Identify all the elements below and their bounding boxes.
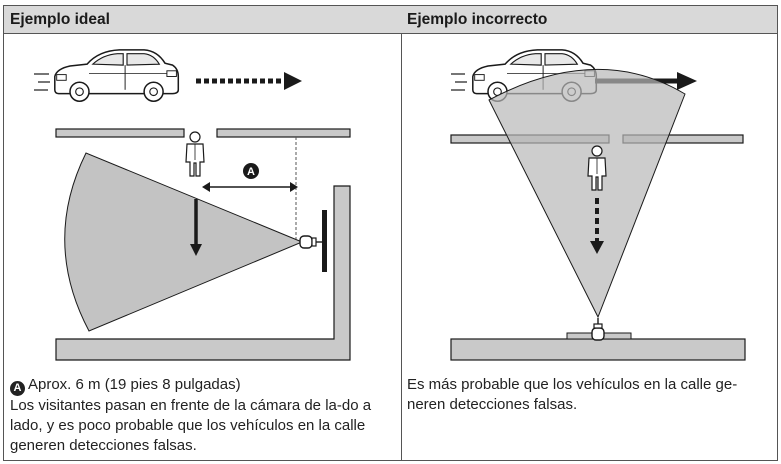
wall-mount <box>322 210 327 272</box>
camera-icon <box>299 235 323 249</box>
comparison-table: Ejemplo ideal <box>3 5 778 461</box>
walking-arrow-icon <box>190 199 202 256</box>
speed-lines-icon <box>34 73 50 91</box>
incorrect-description: Es más probable que los vehículos en la … <box>407 376 738 413</box>
ideal-description: Los visitantes pasan en frente de la cám… <box>10 397 372 454</box>
ground <box>450 338 746 361</box>
speed-lines-icon <box>451 73 467 91</box>
ideal-example-illustration: A <box>34 49 351 361</box>
pedestrian-icon <box>185 131 205 177</box>
dotted-arrow-icon <box>196 72 302 90</box>
detection-area <box>64 152 304 332</box>
marker-a-icon: A <box>10 381 25 396</box>
distance-marker: A <box>243 163 259 179</box>
incorrect-example-heading: Ejemplo incorrecto <box>401 6 777 34</box>
distance-arrow-icon <box>202 182 298 192</box>
incorrect-example-illustration <box>450 49 746 361</box>
ideal-example-heading: Ejemplo ideal <box>4 6 401 34</box>
distance-note-text: Aprox. 6 m (19 pies 8 pulgadas) <box>28 376 241 393</box>
svg-text:A: A <box>247 166 255 178</box>
sidewalk-left <box>55 128 185 138</box>
camera-icon <box>591 317 605 341</box>
sidewalk-right <box>216 128 351 138</box>
incorrect-example-panel: Ejemplo incorrecto <box>401 6 777 460</box>
wall-and-ground <box>55 185 351 361</box>
car-icon <box>54 49 180 102</box>
ideal-example-panel: Ejemplo ideal <box>4 6 402 460</box>
incorrect-example-caption: Es más probable que los vehículos en la … <box>407 375 769 415</box>
detection-area <box>488 68 686 319</box>
walking-arrow-icon <box>590 198 604 254</box>
